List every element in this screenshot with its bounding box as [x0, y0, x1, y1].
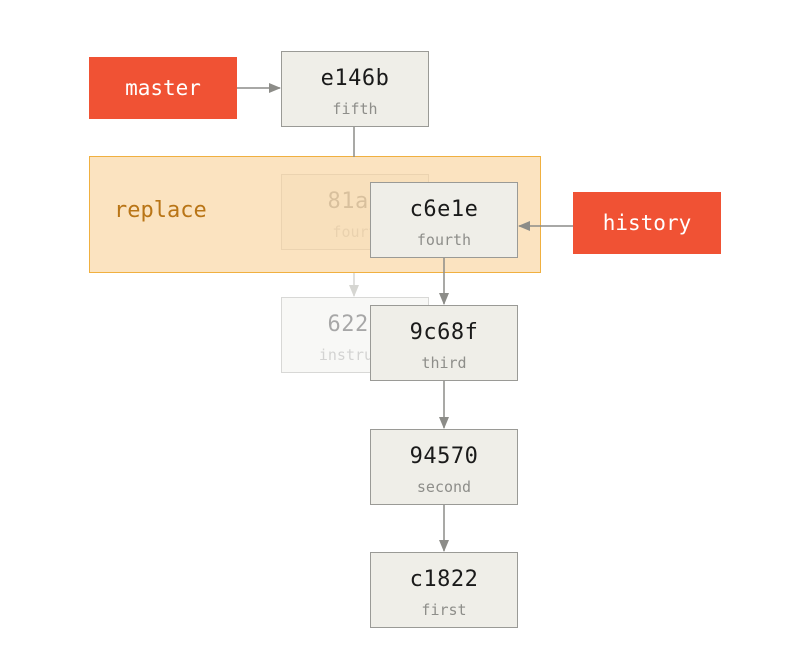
commit-e146b: e146b fifth: [281, 51, 429, 127]
commit-message: fifth: [332, 100, 378, 118]
commit-message: fourth: [416, 231, 472, 249]
replace-label: replace: [114, 198, 207, 223]
commit-sha: e146b: [320, 66, 390, 91]
branch-label: master: [125, 76, 201, 100]
commit-c6e1e: c6e1e fourth: [370, 182, 518, 258]
commit-sha: c6e1e: [409, 197, 479, 222]
commit-9c68f: 9c68f third: [370, 305, 518, 381]
commit-message: third: [421, 354, 467, 372]
commit-c1822: c1822 first: [370, 552, 518, 628]
commit-94570: 94570 second: [370, 429, 518, 505]
branch-master: master: [89, 57, 237, 119]
branch-label: history: [602, 211, 692, 235]
commit-message: first: [421, 601, 467, 619]
commit-sha: c1822: [409, 567, 479, 592]
commit-sha: 9c68f: [409, 320, 479, 345]
commit-message: second: [416, 478, 472, 496]
branch-history: history: [573, 192, 721, 254]
commit-sha: 94570: [409, 444, 479, 469]
